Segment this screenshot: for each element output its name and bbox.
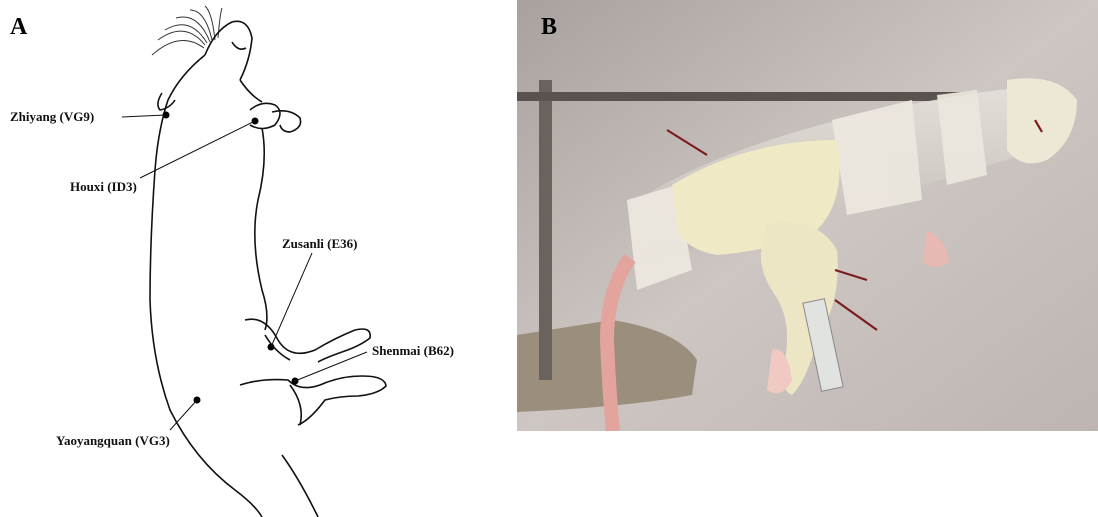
restrained-rat-photo (517, 0, 1098, 431)
rat-whiskers (152, 6, 222, 55)
acupoint-dots (163, 112, 299, 404)
acupoint-label-zhiyang: Zhiyang (VG9) (10, 109, 94, 125)
acupoint-label-houxi: Houxi (ID3) (70, 179, 137, 195)
acupoint-leader-lines (122, 115, 367, 430)
horizontal-rod (517, 92, 977, 101)
panel-label-a: A (10, 14, 27, 41)
acupoint-label-yaoyangquan: Yaoyangquan (VG3) (56, 433, 170, 449)
acupoint-label-shenmai: Shenmai (B62) (372, 343, 454, 359)
rat-body-outline (150, 21, 386, 517)
acupoint-label-zusanli: Zusanli (E36) (282, 236, 358, 252)
stand-rod (539, 80, 552, 380)
panel-label-b: B (541, 14, 557, 41)
